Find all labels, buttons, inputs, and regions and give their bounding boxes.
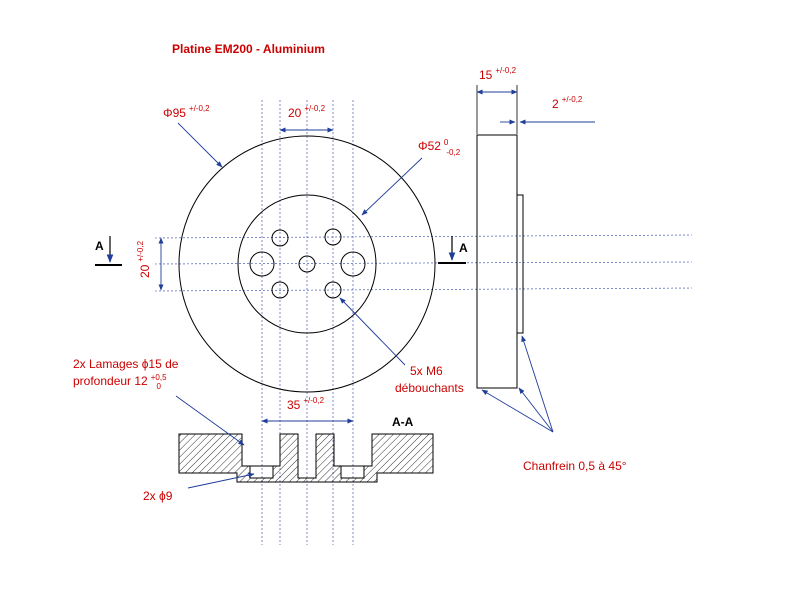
- dim-d95-label: Φ95+/-0,2: [163, 104, 210, 120]
- section-label: A-A: [392, 415, 414, 429]
- drawing-title: Platine EM200 - Aluminium: [172, 42, 325, 56]
- note-lamages-line1: 2x Lamages ϕ15 de: [73, 357, 179, 371]
- leader-d95: [177, 122, 223, 168]
- dim-t15-label: 15+/-0,2: [479, 66, 517, 82]
- centerline-h3: [154, 287, 693, 292]
- leader-lamages: [175, 395, 245, 446]
- section-hatched-body: [178, 433, 434, 483]
- dim-t2-label: 2+/-0,2: [552, 95, 583, 111]
- centerline-h2: [154, 261, 693, 265]
- counterbore-left: [249, 251, 275, 277]
- centerline-h1: [154, 234, 693, 239]
- dim-w35-label: 35+/-0,2: [287, 396, 325, 412]
- inner-circle-d52: [237, 194, 377, 334]
- section-marker-right: A: [459, 241, 468, 255]
- counterbore-right: [340, 251, 366, 277]
- section-view: A-A 35+/-0,2 2x Lamages ϕ15 de profondeu…: [73, 357, 434, 503]
- hole-bottom-right: [324, 281, 342, 299]
- hole-bottom-left: [271, 281, 289, 299]
- dim-h20-label: 20+/-0,2: [136, 240, 152, 278]
- section-marker-left: A: [95, 239, 104, 253]
- leader-m6: [339, 297, 406, 366]
- hole-top-right: [324, 228, 342, 246]
- side-body: [476, 134, 518, 389]
- note-m6-line2: débouchants: [395, 381, 464, 395]
- note-chamfer: Chanfrein 0,5 à 45°: [523, 459, 627, 473]
- side-boss: [516, 194, 524, 334]
- dim-w20-label: 20+/-0,2: [288, 104, 326, 120]
- leader-d52: [361, 157, 423, 216]
- leader-chamfer-3: [521, 335, 554, 433]
- leader-chamfer-1: [481, 389, 554, 433]
- hole-center: [298, 255, 316, 273]
- leader-phi9: [187, 472, 255, 489]
- outer-circle-d95: [178, 135, 436, 393]
- leader-chamfer-2: [518, 387, 554, 433]
- hole-top-left: [271, 229, 289, 247]
- note-phi9: 2x ϕ9: [143, 489, 173, 503]
- note-m6-line1: 5x M6: [410, 364, 443, 378]
- side-view: 15+/-0,2 2+/-0,2 Chanfrein 0,5 à 45°: [476, 66, 627, 473]
